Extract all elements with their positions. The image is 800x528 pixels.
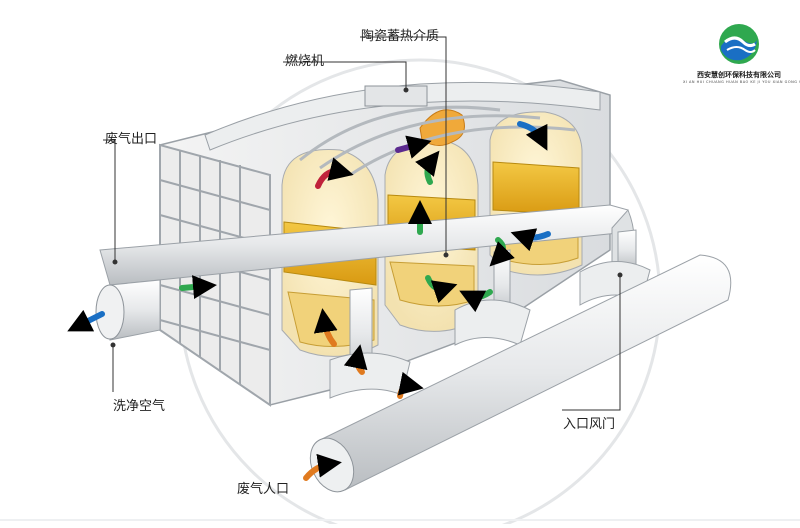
- flow-arrows: [67, 121, 551, 481]
- burner-box: [364, 85, 428, 107]
- label-ceramic-media: 陶瓷蓄热介质: [361, 29, 440, 44]
- label-burner: 燃烧机: [285, 54, 325, 69]
- blue-arrows: [510, 121, 551, 252]
- red-arrow: [315, 157, 354, 189]
- outlet-arrow: [67, 309, 105, 332]
- label-inlet-damper: 入口风门: [563, 417, 616, 432]
- purple-arrow: [395, 135, 432, 159]
- logo-company-name: 西安慧创环保科技有限公司: [697, 71, 781, 79]
- logo-waves-icon: [719, 24, 759, 64]
- orange-arrows: [303, 308, 424, 481]
- logo-company-pinyin: XI AN HUI CHUANG HUAN BAO KE JI YOU XIAN…: [683, 80, 800, 84]
- company-logo: 西安慧创环保科技有限公司 XI AN HUI CHUANG HUAN BAO K…: [683, 20, 800, 90]
- label-exhaust-outlet: 废气出口: [105, 132, 158, 147]
- label-clean-air: 洗净空气: [113, 399, 166, 414]
- outlet-duct: [95, 279, 161, 341]
- label-exhaust-inlet: 废气人口: [237, 482, 290, 497]
- leader-lines: [103, 36, 623, 411]
- green-arrows: [179, 150, 515, 313]
